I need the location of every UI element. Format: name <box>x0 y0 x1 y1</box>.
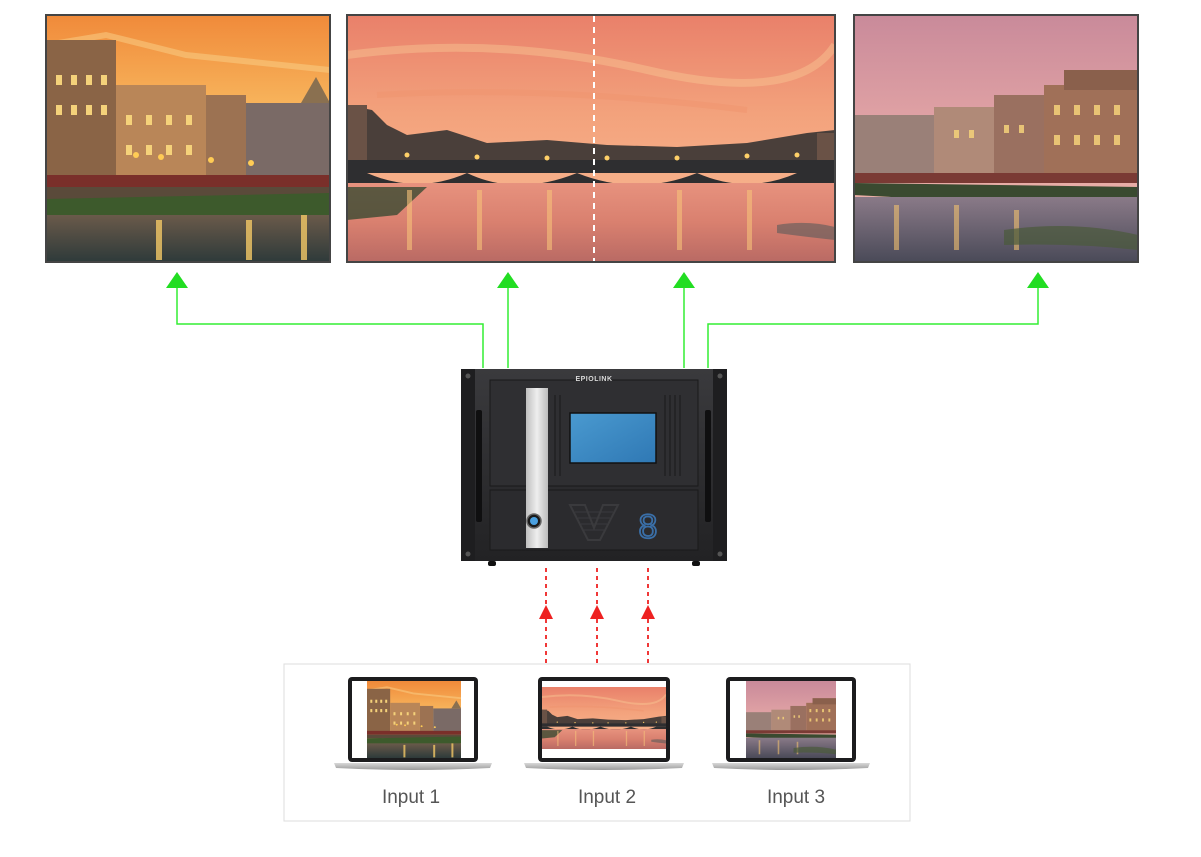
video-wall <box>45 14 1139 263</box>
screen-right <box>853 14 1139 263</box>
arrow-up-icon <box>590 605 604 619</box>
input-arrows <box>539 605 655 619</box>
power-button-icon[interactable] <box>526 513 542 529</box>
lcd-screen <box>569 412 657 464</box>
input-connectors <box>545 566 649 663</box>
laptop-input-2: Input 2 <box>524 677 684 808</box>
arrow-up-icon <box>166 272 188 288</box>
arrow-up-icon <box>1027 272 1049 288</box>
device-logo-mark: 8 <box>639 508 658 546</box>
output-connectors <box>176 287 1039 368</box>
output-line-1 <box>176 287 484 368</box>
laptop-input-3: Input 3 <box>712 677 870 808</box>
screen-left <box>45 14 331 263</box>
laptop-icon <box>712 677 870 770</box>
screen-center <box>346 14 836 263</box>
handle-right <box>705 410 711 522</box>
output-line-4 <box>707 287 1039 368</box>
input-1-label: Input 1 <box>382 787 440 808</box>
input-2-label: Input 2 <box>578 787 636 808</box>
arrow-up-icon <box>539 605 553 619</box>
arrow-up-icon <box>497 272 519 288</box>
rack-ear-right <box>713 369 727 561</box>
laptop-icon <box>334 677 492 770</box>
video-processor: EPIOLINK 8 <box>461 369 727 566</box>
laptop-input-1: Input 1 <box>334 677 492 808</box>
arrow-up-icon <box>673 272 695 288</box>
front-strip <box>526 388 548 548</box>
output-arrows <box>166 272 1049 288</box>
handle-left <box>476 410 482 522</box>
laptop-icon <box>524 677 684 770</box>
device-brand: EPIOLINK <box>575 376 612 383</box>
input-3-label: Input 3 <box>767 787 825 808</box>
rack-ear-left <box>461 369 475 561</box>
device-v-logo <box>568 504 620 541</box>
arrow-up-icon <box>641 605 655 619</box>
